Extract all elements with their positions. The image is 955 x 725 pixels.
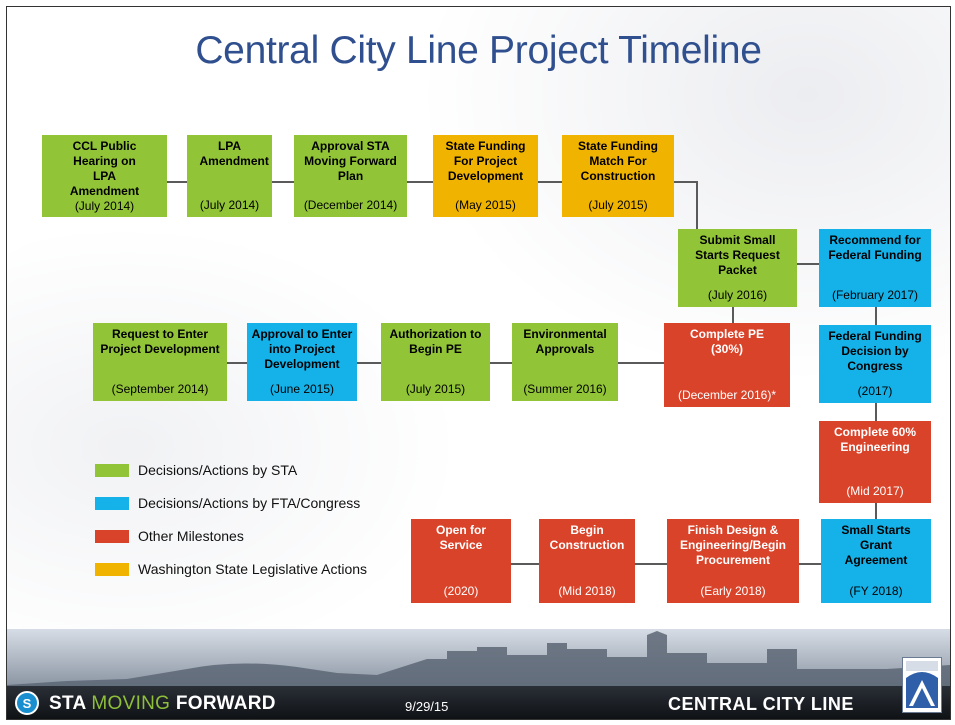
milestone-date: (July 2016) (707, 288, 768, 302)
milestone-date: (December 2014) (303, 198, 398, 212)
legend-label: Decisions/Actions by FTA/Congress (138, 495, 361, 511)
milestone-title: Environmental Approvals (523, 327, 607, 356)
connector (696, 181, 698, 229)
legend-item: Decisions/Actions by FTA/Congress (95, 494, 360, 512)
milestone-date: (FY 2018) (849, 584, 903, 598)
slide-title: Central City Line Project Timeline (195, 29, 762, 72)
connector (357, 362, 381, 364)
milestone-request-enter-pd: Request to Enter Project Development (Se… (93, 323, 227, 401)
milestone-date: (December 2016)* (677, 388, 777, 402)
milestone-title: Complete PE (30%) (689, 327, 764, 356)
milestone-grant-agreement: Small Starts Grant Agreement (FY 2018) (821, 519, 931, 603)
legend-swatch (95, 529, 129, 543)
milestone-title: Begin Construction (549, 523, 625, 552)
city-of-spokane-logo (902, 657, 942, 713)
milestone-complete-60: Complete 60% Engineering (Mid 2017) (819, 421, 931, 503)
milestone-date: (Early 2018) (700, 584, 766, 598)
connector (875, 307, 877, 325)
milestone-title: LPA Amendment (199, 139, 269, 168)
connector (490, 362, 512, 364)
milestone-title: Finish Design & Engineering/Begin Procur… (679, 523, 786, 567)
milestone-state-funding-match: State Funding Match For Construction (Ju… (562, 135, 674, 217)
milestone-ccl-public-hearing: CCL Public Hearing on LPA Amendment (Jul… (42, 135, 167, 217)
connector (538, 181, 562, 183)
connector (407, 181, 433, 183)
legend-swatch (95, 496, 129, 510)
connector (797, 263, 819, 265)
milestone-open-for-service: Open for Service (2020) (411, 519, 511, 603)
connector (167, 181, 187, 183)
connector (618, 362, 664, 364)
milestone-date: (Mid 2018) (558, 584, 616, 598)
slide-date: 9/29/15 (405, 699, 449, 714)
milestone-title: Federal Funding Decision by Congress (828, 329, 922, 373)
brand-moving: MOVING (91, 693, 171, 714)
connector (732, 307, 734, 323)
connector (227, 362, 247, 364)
milestone-environmental-approvals: Environmental Approvals (Summer 2016) (512, 323, 618, 401)
milestone-title: Small Starts Grant Agreement (841, 523, 911, 567)
milestone-title: Recommend for Federal Funding (828, 233, 922, 262)
sta-logo-icon: S (15, 691, 39, 715)
milestone-date: (July 2014) (199, 198, 260, 212)
project-name: CENTRAL CITY LINE (668, 694, 854, 714)
legend-label: Other Milestones (138, 528, 244, 544)
milestone-date: (July 2015) (405, 382, 466, 396)
milestone-date: (Mid 2017) (846, 484, 904, 498)
background-swirl (7, 207, 487, 687)
skyline-silhouette (7, 631, 950, 689)
milestone-authorization-pe: Authorization to Begin PE (July 2015) (381, 323, 490, 401)
milestone-state-funding-development: State Funding For Project Development (M… (433, 135, 538, 217)
legend-swatch (95, 562, 129, 576)
milestone-title: State Funding Match For Construction (578, 139, 658, 183)
milestone-title: Approval to Enter into Project Developme… (251, 327, 353, 371)
milestone-title: State Funding For Project Development (445, 139, 526, 183)
milestone-date: (2020) (443, 584, 479, 598)
milestone-federal-decision: Federal Funding Decision by Congress (20… (819, 325, 931, 403)
legend-item: Decisions/Actions by STA (95, 461, 297, 479)
milestone-date: (July 2014) (74, 199, 135, 213)
milestone-date: (February 2017) (831, 288, 919, 302)
milestone-begin-construction: Begin Construction (Mid 2018) (539, 519, 635, 603)
milestone-approval-sta-plan: Approval STA Moving Forward Plan (Decemb… (294, 135, 407, 217)
connector (875, 403, 877, 421)
milestone-title: CCL Public Hearing on LPA Amendment (69, 139, 140, 198)
brand-text: STA MOVING FORWARD (49, 693, 276, 715)
legend-swatch (95, 463, 129, 477)
milestone-complete-pe: Complete PE (30%) (December 2016)* (664, 323, 790, 407)
milestone-lpa-amendment: LPA Amendment (July 2014) (187, 135, 272, 217)
connector (272, 181, 294, 183)
milestone-title: Open for Service (436, 523, 486, 552)
footer-bar (7, 686, 950, 719)
brand-sta: STA (49, 693, 86, 714)
milestone-date: (September 2014) (111, 382, 209, 396)
milestone-date: (Summer 2016) (523, 382, 607, 396)
milestone-title: Complete 60% Engineering (833, 425, 917, 454)
connector (635, 563, 667, 565)
legend-item: Other Milestones (95, 527, 244, 545)
footer-banner: S STA MOVING FORWARD 9/29/15 CENTRAL CIT… (7, 629, 950, 719)
connector (875, 503, 877, 519)
milestone-finish-design: Finish Design & Engineering/Begin Procur… (667, 519, 799, 603)
connector (799, 563, 821, 565)
slide: Central City Line Project Timeline CCL P… (6, 6, 951, 720)
connector (674, 181, 698, 183)
milestone-date: (May 2015) (455, 198, 516, 212)
milestone-title: Submit Small Starts Request Packet (695, 233, 780, 277)
milestone-submit-small-starts: Submit Small Starts Request Packet (July… (678, 229, 797, 307)
spokane-emblem-icon (906, 661, 938, 708)
legend-item: Washington State Legislative Actions (95, 560, 367, 578)
legend-label: Washington State Legislative Actions (138, 561, 368, 577)
milestone-title: Request to Enter Project Development (100, 327, 220, 356)
milestone-date: (2017) (857, 384, 893, 398)
brand-forward: FORWARD (175, 693, 276, 714)
milestone-title: Authorization to Begin PE (389, 327, 482, 356)
legend-label: Decisions/Actions by STA (138, 462, 298, 478)
milestone-date: (June 2015) (269, 382, 335, 396)
milestone-date: (July 2015) (588, 198, 648, 212)
connector (511, 563, 539, 565)
milestone-title: Approval STA Moving Forward Plan (304, 139, 397, 183)
milestone-recommend-federal: Recommend for Federal Funding (February … (819, 229, 931, 307)
milestone-approval-enter-pd: Approval to Enter into Project Developme… (247, 323, 357, 401)
